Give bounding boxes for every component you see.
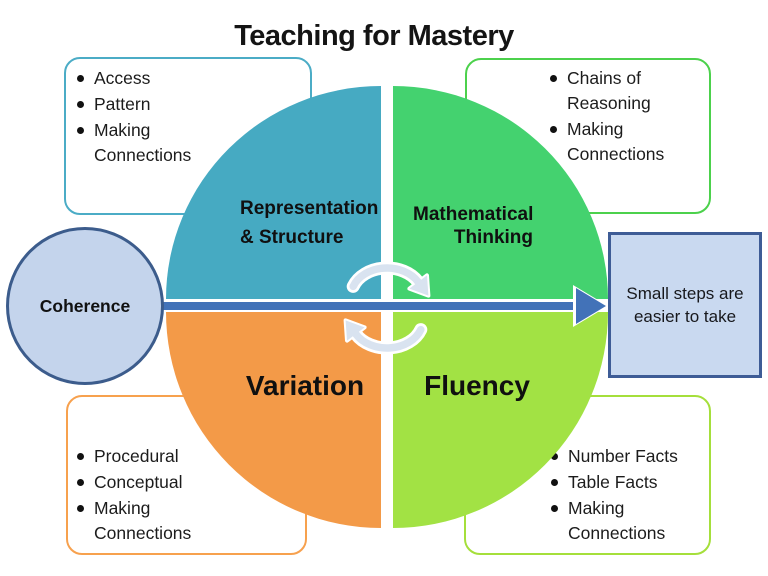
outcome-text: Small steps are easier to take [626,284,744,326]
list-item: Conceptual [76,470,216,495]
list-item: Access [76,66,216,91]
list-item: Number Facts [550,444,690,469]
list-item: Making Connections [76,118,216,168]
label-representation-structure: Representation & Structure [240,194,378,252]
label-line: Representation [240,198,379,219]
label-mathematical-thinking: Mathematical Thinking [413,203,533,249]
list-item: Pattern [76,92,216,117]
bottom-right-bullet-list: Number Facts Table Facts Making Connecti… [550,444,690,547]
page-title: Teaching for Mastery [234,20,514,52]
list-item: Chains of Reasoning [549,66,689,116]
coherence-arrow-line [157,300,585,312]
coherence-label: Coherence [39,295,131,316]
label-line: Mathematical [413,204,534,225]
list-item: Making Connections [550,496,690,546]
arrow-right-icon [576,288,606,324]
list-item: Table Facts [550,470,690,495]
list-item: Making Connections [549,117,689,167]
label-line: Thinking [453,227,533,248]
top-left-bullet-list: Access Pattern Making Connections [76,66,216,169]
coherence-circle: Coherence [6,227,164,385]
list-item: Making Connections [76,496,216,546]
top-right-bullet-list: Chains of Reasoning Making Connections [549,66,689,168]
label-fluency: Fluency [424,370,530,401]
label-variation: Variation [245,370,365,401]
label-line: & Structure [240,227,344,248]
outcome-box: Small steps are easier to take [608,232,762,378]
list-item: Procedural [76,444,216,469]
cycle-arrows-icon [343,261,431,355]
bottom-left-bullet-list: Procedural Conceptual Making Connections [76,444,216,547]
